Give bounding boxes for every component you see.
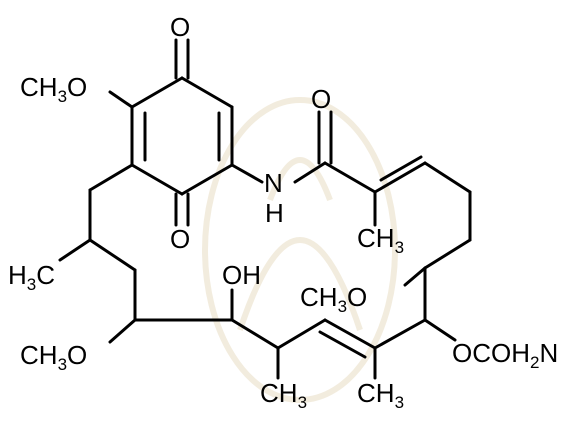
chain-bond-3 (423, 238, 472, 270)
methoxy-left-bond (108, 318, 137, 344)
label-h-amide: H (265, 198, 284, 228)
label-o-top: O (170, 12, 190, 42)
label-carbamate: OCOH2N (452, 338, 558, 372)
alkene-bond-2 (318, 330, 367, 359)
label-oh: OH (222, 260, 261, 290)
label-ch3-vinyl: CH3 (357, 223, 404, 257)
chain-bond-7 (230, 318, 280, 350)
vinyl-double-2 (379, 155, 423, 182)
h3c-bond (58, 238, 92, 262)
chain-bond-1 (423, 161, 472, 194)
chain-bond-6 (276, 318, 327, 350)
watermark-emblem (202, 97, 398, 403)
label-ch3-bottom1: CH3 (260, 378, 307, 412)
methoxy-mid-bond (403, 266, 427, 287)
amide-vinyl-bond (323, 161, 377, 194)
label-ch3-bottom2: CH3 (357, 378, 404, 412)
methoxy-top-bond (108, 90, 134, 109)
chain-to-ring-bond (88, 163, 134, 192)
label-ch3o-left: CH3O (20, 340, 87, 374)
label-o-amide: O (311, 84, 331, 114)
alkene-bond-1 (323, 318, 377, 350)
quinone-ring (130, 76, 234, 196)
label-h3c: H3C (8, 260, 55, 294)
label-ch3o-top: CH3O (20, 72, 87, 106)
label-ch3o-mid: CH3O (300, 282, 367, 316)
chain-bond-10 (88, 238, 137, 272)
chain-bond-5 (373, 318, 427, 350)
nh-carbonyl-bond (293, 161, 327, 184)
label-o-quinone-bottom: O (170, 224, 190, 254)
vinyl-double-1 (373, 161, 427, 194)
label-n-amide: N (264, 168, 283, 198)
carbamate-bond (423, 318, 457, 342)
ring-nh-bond (230, 163, 264, 184)
